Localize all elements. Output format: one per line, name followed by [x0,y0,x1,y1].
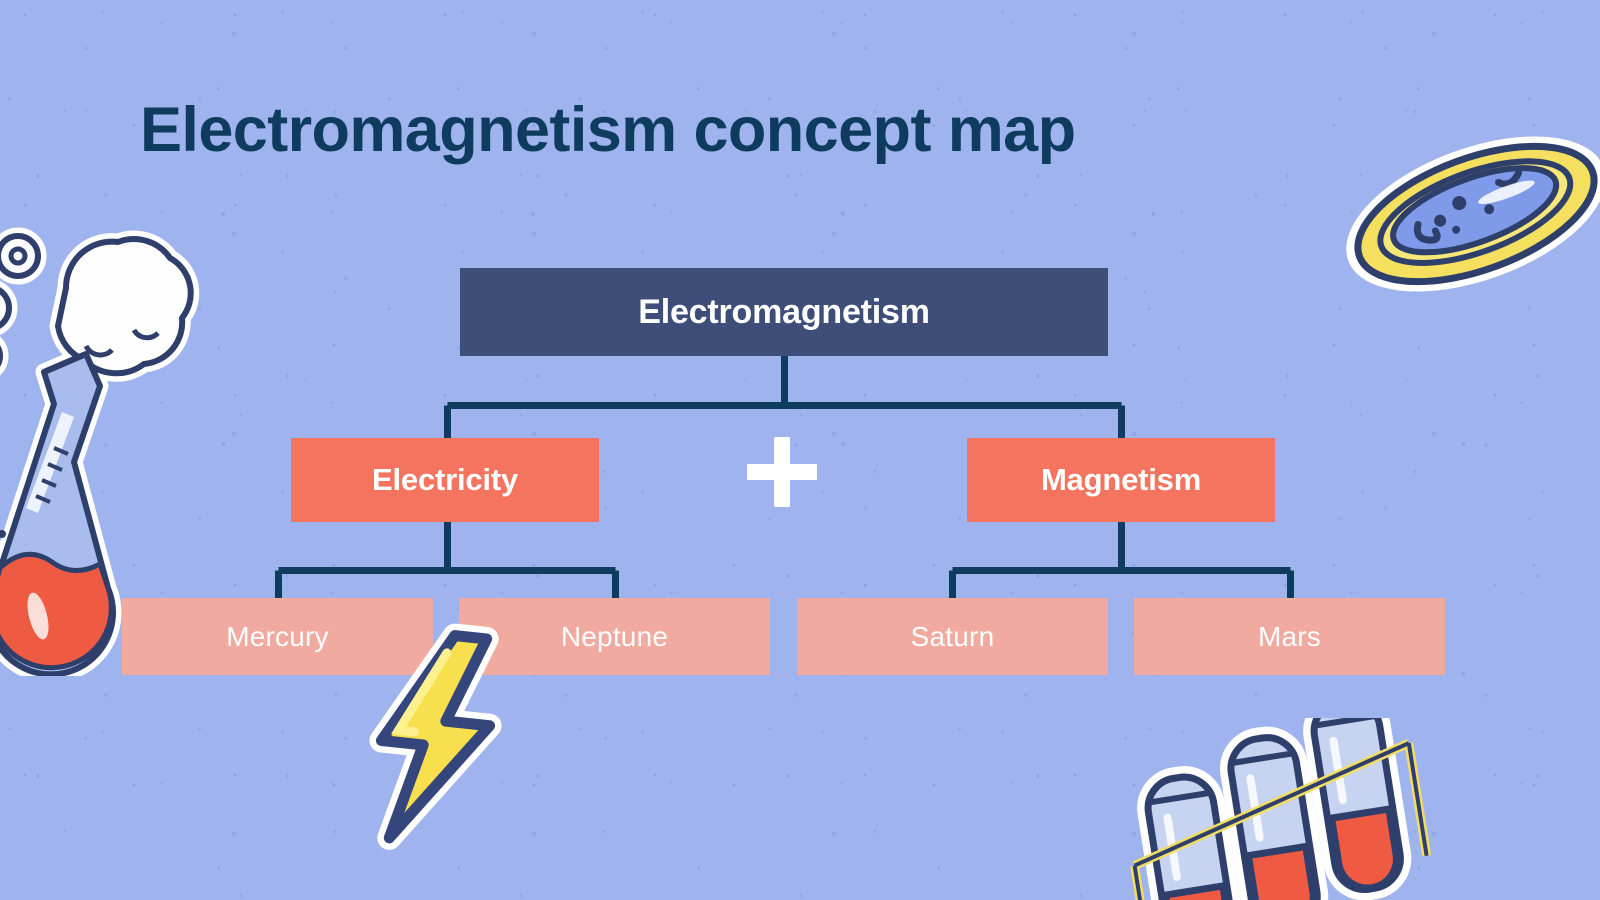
test-tubes-sticker [1130,718,1432,900]
node-electromagnetism[interactable]: Electromagnetism [460,268,1108,356]
node-magnetism[interactable]: Magnetism [967,438,1275,522]
node-electricity[interactable]: Electricity [291,438,599,522]
node-neptune[interactable]: Neptune [459,598,770,675]
node-mars[interactable]: Mars [1134,598,1445,675]
page-title: Electromagnetism concept map [140,95,1076,165]
node-mercury[interactable]: Mercury [122,598,433,675]
node-saturn[interactable]: Saturn [797,598,1108,675]
petri-dish-sticker [1346,136,1600,292]
plus-sign-icon [747,437,817,507]
